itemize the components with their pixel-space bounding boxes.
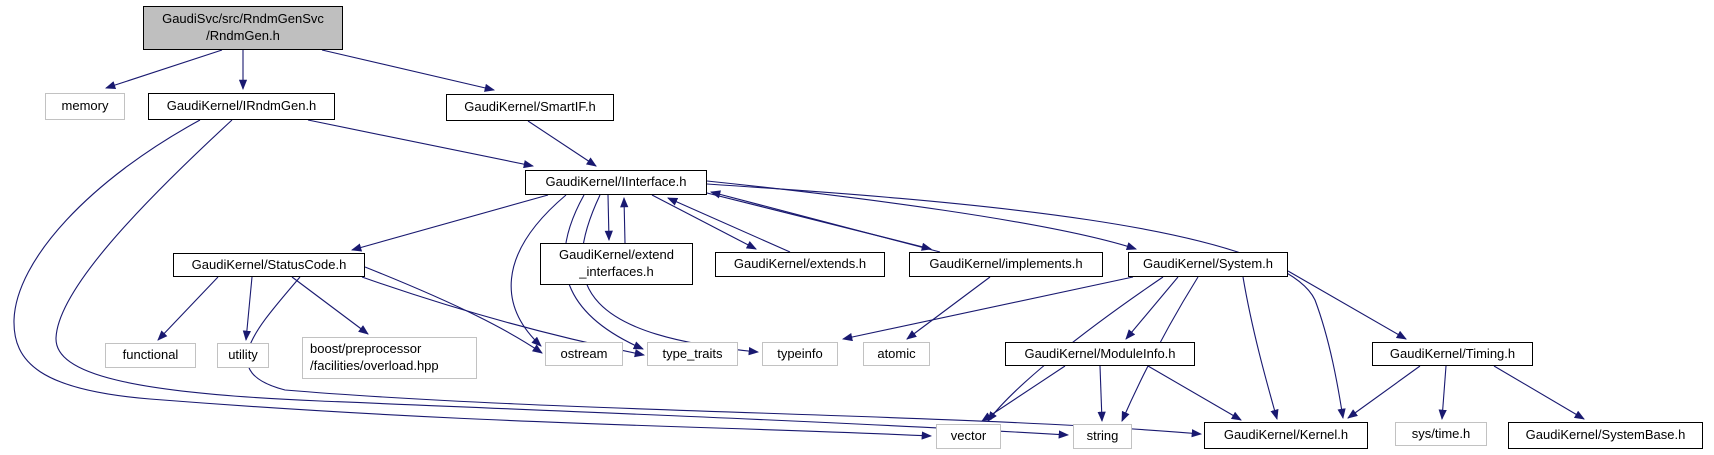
edge-system-timing — [1287, 270, 1407, 340]
node-type-traits: type_traits — [647, 342, 738, 366]
edge-statuscode-utility — [242, 276, 253, 342]
edges — [13, 49, 1585, 440]
node-implements[interactable]: GaudiKernel/implements.h — [909, 252, 1103, 277]
node-atomic: atomic — [863, 342, 930, 366]
edge-system-typeinfo — [841, 276, 1134, 342]
edge-statuscode-functional — [157, 276, 219, 341]
node-kernel[interactable]: GaudiKernel/Kernel.h — [1204, 422, 1368, 449]
node-string: string — [1073, 424, 1132, 449]
edge-extendif-iinterface — [620, 196, 629, 244]
node-rndmgen-root: GaudiSvc/src/RndmGenSvc /RndmGen.h — [143, 6, 343, 50]
edge-statuscode-ostream — [364, 266, 543, 354]
node-extends[interactable]: GaudiKernel/extends.h — [715, 252, 885, 277]
node-ostream: ostream — [545, 342, 623, 366]
node-timing[interactable]: GaudiKernel/Timing.h — [1372, 342, 1533, 366]
edge-iinterface-extendif — [604, 194, 613, 242]
node-typeinfo: typeinfo — [762, 342, 838, 366]
node-moduleinfo[interactable]: GaudiKernel/ModuleInfo.h — [1005, 342, 1195, 366]
node-systembase[interactable]: GaudiKernel/SystemBase.h — [1508, 422, 1703, 449]
edge-smartif-iinterface — [527, 120, 597, 167]
edge-irndmgen-vector — [13, 119, 933, 440]
edge-iinterface-system — [706, 180, 1137, 251]
node-functional: functional — [105, 343, 196, 368]
edge-system-kernel — [1242, 276, 1279, 420]
edge-iinterface-ostream — [510, 194, 567, 347]
edge-implements-atomic — [906, 276, 991, 340]
node-sys-time: sys/time.h — [1395, 422, 1487, 446]
node-extend-interfaces[interactable]: GaudiKernel/extend _interfaces.h — [540, 243, 693, 285]
edge-extends-iinterface — [667, 197, 791, 253]
node-utility: utility — [217, 343, 269, 368]
edge-iinterface-extends — [651, 194, 757, 250]
edge-moduleinfo-kernel — [1147, 365, 1242, 421]
edge-system-moduleinfo — [1125, 276, 1179, 340]
edge-statuscode-boost — [291, 276, 369, 335]
edge-iinterface-statuscode — [351, 194, 549, 252]
edge-moduleinfo-vector — [981, 365, 1066, 422]
edge-timing-systembase — [1493, 365, 1585, 420]
edge-timing-kernel — [1347, 365, 1421, 419]
edge-irndmgen-string — [55, 119, 1070, 439]
edge-rndmgen-memory — [105, 49, 223, 90]
edge-implements-iinterface — [710, 190, 941, 253]
edge-rndmgen-smartif — [321, 49, 496, 92]
node-iinterface[interactable]: GaudiKernel/IInterface.h — [525, 170, 707, 195]
node-boost-overload: boost/preprocessor /facilities/overload.… — [302, 337, 477, 379]
node-smartif[interactable]: GaudiKernel/SmartIF.h — [446, 94, 614, 121]
edge-irndmgen-iinterface — [307, 119, 535, 169]
node-irndmgen[interactable]: GaudiKernel/IRndmGen.h — [148, 93, 335, 120]
edge-timing-systime — [1438, 365, 1447, 421]
node-system[interactable]: GaudiKernel/System.h — [1128, 252, 1288, 277]
node-memory: memory — [45, 93, 125, 120]
edge-moduleinfo-string — [1097, 365, 1106, 423]
node-statuscode[interactable]: GaudiKernel/StatusCode.h — [173, 253, 365, 277]
edge-iinterface-typetraits — [564, 194, 644, 350]
node-vector: vector — [936, 424, 1001, 449]
